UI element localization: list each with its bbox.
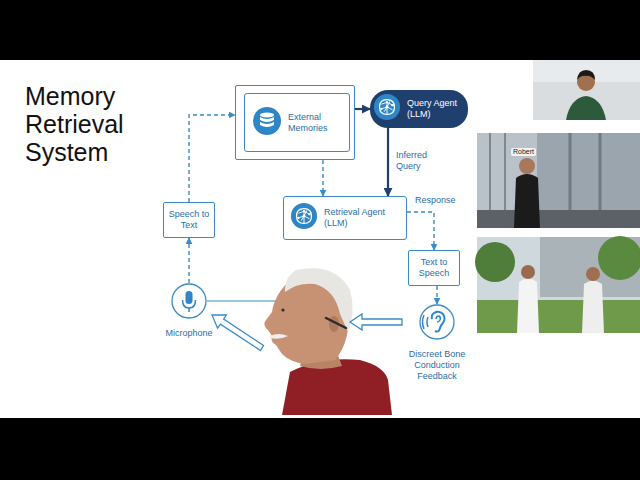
microphone-icon (171, 283, 207, 319)
agent-pill: Query Agent (LLM) (370, 90, 468, 128)
flow-connector (322, 160, 323, 196)
database-icon (252, 106, 282, 136)
feedback-arrow (350, 314, 402, 330)
photo-person (514, 174, 540, 228)
node-label: External Memories (288, 112, 346, 134)
flow-connector (355, 108, 370, 110)
process-box: Speech to Text (163, 202, 215, 238)
photo-tree (475, 242, 515, 282)
photo-person-head (521, 265, 535, 279)
photo-name-tag: Robert (511, 148, 536, 156)
photo-grass (477, 300, 640, 333)
person-hair (285, 268, 353, 332)
agent-box: Retrieval Agent (LLM) (283, 196, 407, 240)
icon-holder (373, 93, 401, 125)
photo-building-line (504, 133, 506, 213)
llm-icon (373, 93, 401, 121)
node-label: Speech to Text (167, 209, 211, 231)
speaker-shirt (566, 96, 606, 120)
photo-building-line (489, 133, 491, 213)
feedback-node: Discreet Bone Conduction Feedback (396, 304, 478, 381)
icon-holder (419, 304, 455, 344)
process-box: Text to Speech (408, 250, 460, 286)
icon-holder (171, 283, 207, 323)
icon-holder (290, 202, 318, 234)
node-label: Text to Speech (412, 257, 456, 279)
letterbox-bar (0, 418, 640, 480)
flow-connector (387, 128, 389, 196)
bone-conduction-icon (419, 304, 455, 340)
text-group: Discreet Bone Conduction Feedback (396, 344, 478, 381)
photo-building-line (569, 133, 572, 213)
text-group: Text to Speech (412, 257, 456, 279)
llm-icon (290, 202, 318, 230)
person-shirt (282, 359, 392, 415)
text-group: Microphone (165, 323, 212, 339)
webcam-frame (533, 60, 640, 120)
photo-building-line (599, 133, 602, 213)
photo-frame (477, 133, 640, 228)
text-group: External Memories (288, 112, 346, 134)
edge-label: Inferred Query (395, 150, 449, 172)
node-label: Query Agent (LLM) (407, 98, 460, 120)
photo-tree (598, 236, 640, 280)
flow-connector (188, 238, 189, 283)
microphone-node: Microphone (158, 283, 220, 339)
node-label: Discreet Bone Conduction Feedback (396, 349, 478, 381)
speech-arrow (212, 315, 264, 351)
speaker-hair (577, 70, 595, 80)
photo-ground (477, 210, 640, 228)
person-moustache (270, 334, 288, 339)
bone-conduction-headset (326, 318, 346, 328)
text-group: Speech to Text (167, 209, 211, 231)
edge-label: Response (414, 195, 466, 206)
text-group: Retrieval Agent (LLM) (324, 207, 400, 229)
flow-connector (436, 286, 437, 304)
flow-connector (189, 115, 235, 202)
node-label: Microphone (165, 328, 212, 339)
person-eye (281, 308, 284, 311)
photo-person-head (519, 158, 535, 174)
photo-person (582, 281, 604, 334)
text-group: Query Agent (LLM) (407, 98, 460, 120)
memory-store-box: External Memories (235, 85, 355, 160)
icon-holder (252, 106, 282, 140)
letterbox-bar (0, 0, 640, 60)
photo-person-head (586, 267, 600, 281)
photo-person (517, 279, 539, 334)
flow-connector (407, 212, 434, 250)
node-label: Retrieval Agent (LLM) (324, 207, 400, 229)
slide-title: Memory Retrieval System (25, 82, 143, 166)
